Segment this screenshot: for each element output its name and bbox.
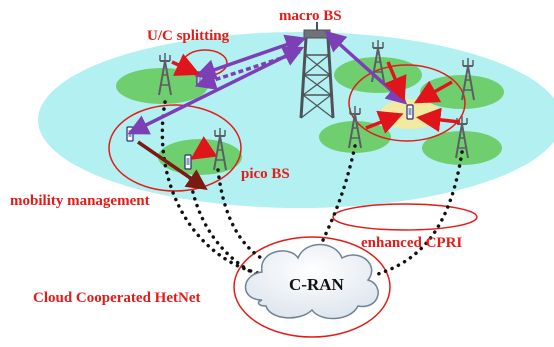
label-pico-bs: pico BS xyxy=(241,166,290,182)
cpri-outline xyxy=(332,203,478,231)
cran-outline xyxy=(233,236,391,338)
cell-coverage xyxy=(319,121,391,153)
user-device xyxy=(196,71,204,87)
label-cloud-hetnet: Cloud Cooperated HetNet xyxy=(33,290,200,306)
user-device xyxy=(406,104,414,120)
label-enhanced-cpri: enhanced CPRI xyxy=(361,235,462,251)
user-device xyxy=(184,154,192,170)
label-uc-splitting: U/C splitting xyxy=(147,28,230,44)
mobility-arrow xyxy=(137,140,208,190)
label-c-ran: C-RAN xyxy=(289,275,344,294)
cloud xyxy=(244,243,379,320)
network-area xyxy=(38,32,554,208)
label-mobility-management: mobility management xyxy=(10,193,150,209)
user-device xyxy=(126,126,134,142)
label-macro-bs: macro BS xyxy=(279,8,342,24)
cell-coverage xyxy=(158,139,242,175)
red-arrows xyxy=(171,53,461,160)
